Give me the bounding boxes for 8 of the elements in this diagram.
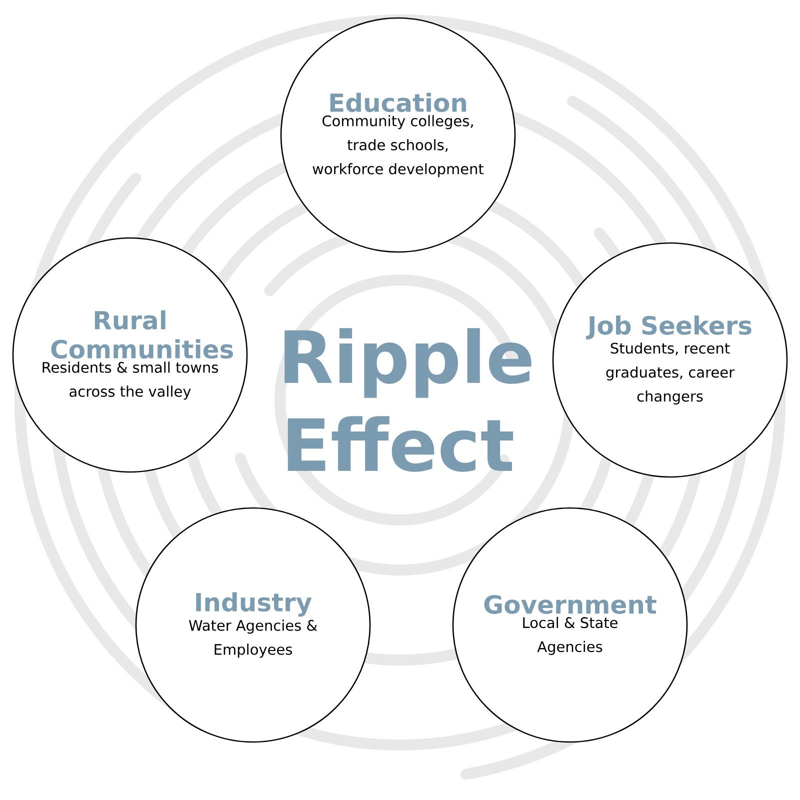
node-label: Students, recent graduates, career changers [606, 342, 735, 405]
circle-node: Industry Water Agencies & Employees [135, 507, 371, 743]
circle-node: Education Community colleges, trade schools, workforce development [280, 17, 516, 253]
circle-node: Rural Communities Residents & small towns across the valley [12, 237, 248, 473]
title: Ripple Effect [284, 328, 532, 472]
node-label: Job Seekers [586, 315, 752, 340]
circle-node: Job Seekers Students, recent graduates, career changers [552, 242, 788, 478]
circle-node: Government Local & State Agencies [452, 507, 688, 743]
